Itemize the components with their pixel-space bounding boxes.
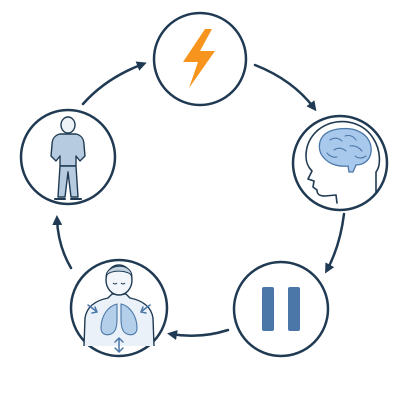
pause-icon xyxy=(262,287,300,331)
arrow-posture-to-energy xyxy=(81,61,147,106)
lightning-bolt-icon xyxy=(183,29,215,88)
breathing-lungs-icon xyxy=(83,264,155,354)
node-pause xyxy=(232,260,330,358)
head-brain-icon xyxy=(305,120,381,204)
node-breath xyxy=(69,258,169,358)
arrow-energy-to-mind xyxy=(253,63,317,112)
arrow-breath-to-posture xyxy=(52,215,73,270)
arrow-mind-to-pause xyxy=(325,212,346,274)
node-energy xyxy=(152,11,248,107)
arrow-pause-to-breath xyxy=(167,328,230,340)
node-posture xyxy=(19,108,117,206)
cycle-arrows xyxy=(52,61,346,340)
node-mind xyxy=(291,114,389,212)
standing-figure-icon xyxy=(50,116,86,200)
